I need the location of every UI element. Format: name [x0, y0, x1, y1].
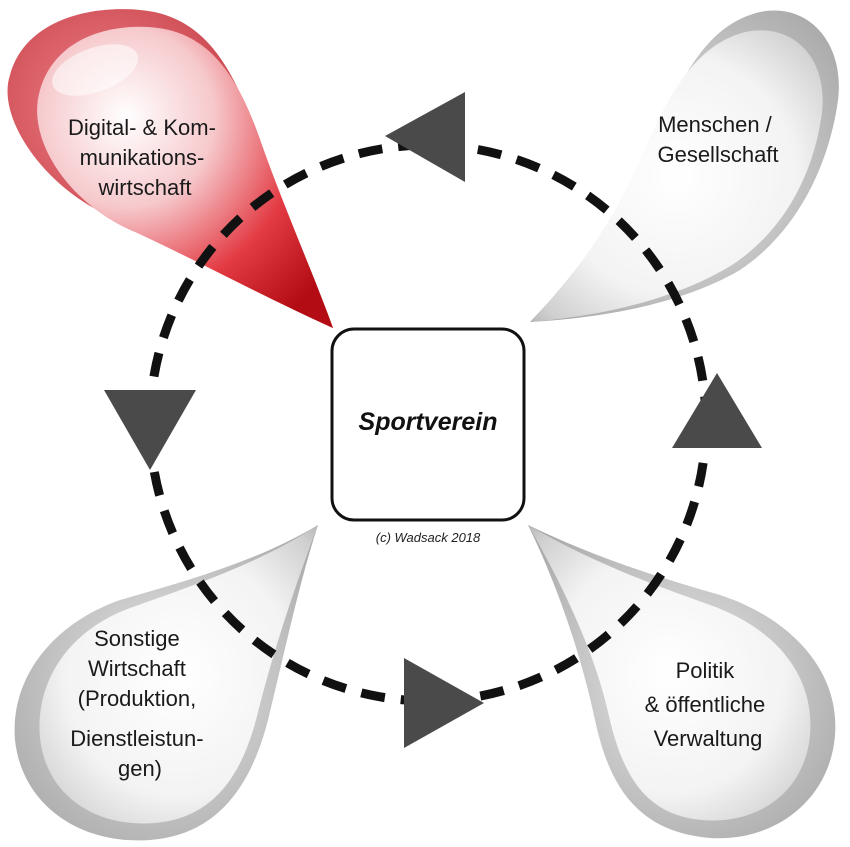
drop-menschen: Menschen / Gesellschaft — [530, 10, 839, 323]
drop-digital-highlight — [52, 44, 138, 96]
drop-politik-line-3: Verwaltung — [654, 726, 763, 751]
drop-digital-line-2: munikations- — [80, 145, 205, 170]
arrow-left-icon — [385, 92, 465, 182]
drop-menschen-line-2: Gesellschaft — [657, 142, 778, 167]
arrow-down-icon — [104, 390, 196, 470]
center-box-frame — [330, 327, 526, 522]
drop-digital-line-1: Digital- & Kom- — [68, 115, 216, 140]
svg-text:Sonstige Wirtschaft: Sonstige Wirtschaft (Produktion, Dienstl… — [70, 626, 209, 781]
center-box: Sportverein — [330, 327, 526, 522]
drop-politik-body — [528, 525, 811, 821]
drop-digital-body — [37, 26, 333, 329]
svg-text:Digital- & Kom- munikati: Digital- & Kom- munikations- wirtschaft — [68, 115, 222, 200]
drop-sonstige-line-1: Sonstige — [94, 626, 180, 651]
drop-sonstige-line-2: Wirtschaft — [88, 656, 186, 681]
drop-sonstige-line-3: (Produktion, — [78, 686, 197, 711]
drop-sonstige-line-4: Dienstleistun- — [70, 726, 203, 751]
arrow-right-icon — [404, 658, 484, 748]
svg-text:Menschen / Gesellschaft: Menschen / Gesellschaft — [657, 112, 778, 167]
drop-politik: Politik & öffentliche Verwaltung — [528, 525, 836, 839]
drop-sonstige-line-5: gen) — [118, 756, 162, 781]
drop-menschen-line-1: Menschen / — [658, 112, 773, 137]
drop-digital-line-3: wirtschaft — [98, 175, 192, 200]
drop-sonstige-body — [39, 525, 318, 824]
drop-politik-line-2: & öffentliche — [645, 692, 766, 717]
drop-politik-line-1: Politik — [676, 658, 736, 683]
drop-menschen-body — [530, 30, 823, 323]
center-title: Sportverein — [359, 408, 498, 436]
drop-sonstige: Sonstige Wirtschaft (Produktion, Dienstl… — [14, 525, 319, 841]
drop-digital: Digital- & Kom- munikations- wirtschaft — [7, 9, 333, 329]
arrow-up-icon — [672, 373, 762, 448]
copyright-note: (c) Wadsack 2018 — [376, 530, 481, 545]
svg-text:Politik & öffentliche: Politik & öffentliche Verwaltung — [645, 658, 772, 751]
